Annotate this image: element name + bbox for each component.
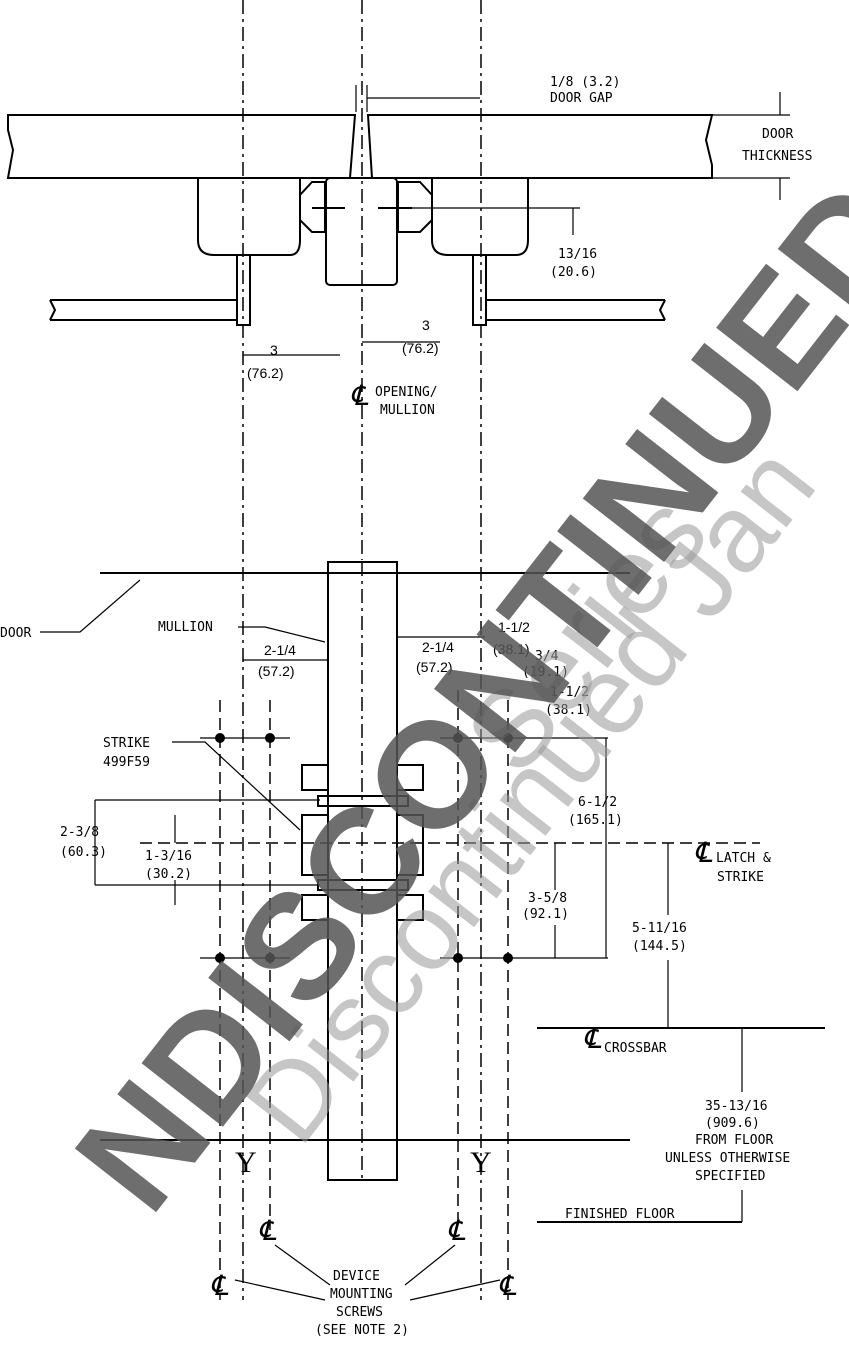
centerline-symbol: ℄: [210, 1271, 229, 1302]
screws-label: DEVICE: [333, 1269, 380, 1284]
dim-2-1-4-left-mm: (57.2): [258, 663, 295, 679]
door-gap-dimension: 1/8 (3.2): [550, 75, 620, 90]
dim-3-4: 3/4: [535, 649, 559, 664]
right-device-housing: [431, 178, 529, 256]
latch-strike-label: LATCH &: [716, 851, 771, 866]
floor-dimension-mm: (909.6): [705, 1116, 760, 1131]
centerline-symbol: ℄: [447, 1216, 466, 1247]
dim-1-1-2-lower-mm: (38.1): [545, 703, 592, 718]
finished-floor-label: FINISHED FLOOR: [565, 1207, 675, 1222]
crossbar-label: CROSSBAR: [604, 1041, 667, 1056]
dim-2-3-8-mm: (60.3): [60, 845, 107, 860]
dim-1-1-2-top: 1-1/2: [498, 619, 530, 635]
dim-3-left: 3: [270, 342, 278, 358]
dim-3-5-8: 3-5/8: [528, 891, 567, 906]
dim-3-4-mm: (19.1): [522, 665, 569, 680]
watermark-dark: NDISCONTINUED: [43, 151, 849, 1239]
left-door-section: [6, 114, 357, 179]
floor-note-2: UNLESS OTHERWISE: [665, 1151, 790, 1166]
door-thickness-label-2: THICKNESS: [742, 149, 812, 164]
centerline-symbol: ℄: [694, 838, 713, 869]
dim-6-1-2: 6-1/2: [578, 795, 617, 810]
dim-3-left-mm: (76.2): [247, 365, 284, 381]
dim-2-1-4-right: 2-1/4: [422, 639, 454, 655]
door-gap-label: DOOR GAP: [550, 91, 613, 106]
floor-dimension: 35-13/16: [705, 1099, 768, 1114]
dim-5-11-16: 5-11/16: [632, 921, 687, 936]
dim-1-3-16: 1-3/16: [145, 849, 192, 864]
centerline-symbol: ℄: [258, 1216, 277, 1247]
screws-label-3: SCREWS: [336, 1305, 383, 1320]
y-mark-right: Y: [470, 1146, 492, 1179]
dim-3-right: 3: [422, 317, 430, 333]
dim-3-5-8-mm: (92.1): [522, 907, 569, 922]
door-label: DOOR: [0, 626, 31, 641]
right-door-section: [366, 114, 714, 179]
centerline-symbol: ℄: [583, 1024, 602, 1055]
y-mark-left: Y: [235, 1146, 257, 1179]
centerline-symbol: ℄: [350, 381, 369, 412]
dim-2-3-8: 2-3/8: [60, 825, 99, 840]
screw-hole: [503, 953, 513, 963]
screws-label-2: MOUNTING: [330, 1287, 393, 1302]
screw-hole: [503, 733, 513, 743]
elevation-view: DOOR MULLION 1-1/2 (38.1) 2-1/4 (57.2) 2…: [0, 561, 825, 1338]
screws-note: (SEE NOTE 2): [315, 1323, 409, 1338]
floor-note: FROM FLOOR: [695, 1133, 773, 1148]
screw-hole: [453, 953, 463, 963]
opening-mullion-label-2: MULLION: [380, 403, 435, 418]
screw-hole: [265, 953, 275, 963]
latch-strike-label-2: STRIKE: [717, 870, 764, 885]
opening-mullion-label: OPENING/: [375, 385, 438, 400]
dim-1-3-16-mm: (30.2): [145, 867, 192, 882]
dim-3-right-mm: (76.2): [402, 340, 439, 356]
floor-note-3: SPECIFIED: [695, 1169, 766, 1184]
mullion-label: MULLION: [158, 620, 213, 635]
dim-1-1-2-lower: 1-1/2: [550, 685, 589, 700]
centerline-symbol: ℄: [498, 1271, 517, 1302]
screw-hole: [215, 953, 225, 963]
screw-hole: [215, 733, 225, 743]
dim-2-1-4-left: 2-1/4: [264, 642, 296, 658]
top-view: 1/8 (3.2) DOOR GAP DOOR THICKNESS 13/16 …: [6, 0, 812, 1300]
dim-5-11-16-mm: (144.5): [632, 939, 687, 954]
dim-2-1-4-right-mm: (57.2): [416, 659, 453, 675]
dim-13-16-mm: (20.6): [550, 265, 597, 280]
watermark: Discontinued Jan Series NDISCONTINUED: [43, 151, 849, 1239]
mullion-section: [325, 177, 398, 286]
strike-part-number: 499F59: [103, 755, 150, 770]
screw-hole: [453, 733, 463, 743]
strike-label: STRIKE: [103, 736, 150, 751]
dim-1-1-2-top-mm: (38.1): [493, 641, 530, 657]
left-device-housing: [197, 178, 301, 256]
screw-hole: [265, 733, 275, 743]
door-thickness-label: DOOR: [762, 127, 793, 142]
dim-6-1-2-mm: (165.1): [568, 813, 623, 828]
dim-13-16: 13/16: [558, 247, 597, 262]
